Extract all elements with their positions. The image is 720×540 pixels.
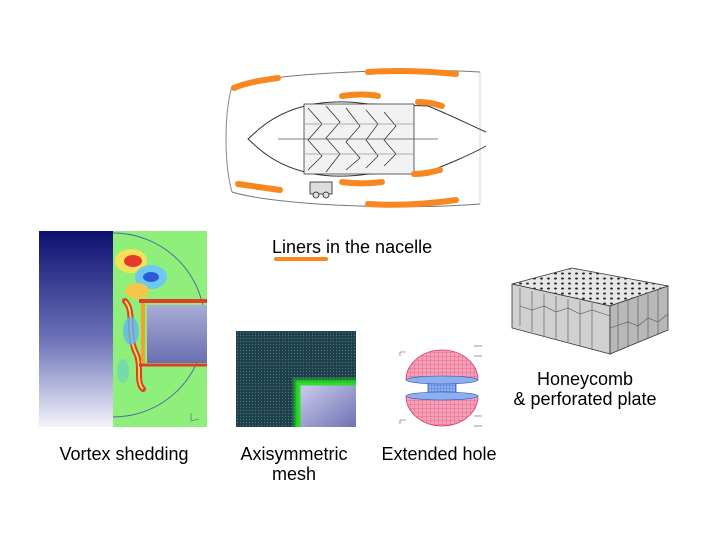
- vortex-shedding-image: [39, 231, 207, 427]
- boundary-marks: [399, 345, 482, 427]
- caption-vortex: Vortex shedding: [59, 444, 189, 464]
- axisymmetric-mesh-image: [236, 331, 356, 427]
- honeycomb-plate-image: [511, 267, 670, 355]
- engine-nacelle-drawing: [218, 64, 492, 214]
- honeycomb-cells: [519, 288, 669, 350]
- caption-mesh: Axisymmetric mesh: [224, 444, 364, 484]
- caption-liners: Liners in the nacelle: [272, 237, 433, 257]
- engine-core: [278, 103, 438, 175]
- gearbox: [309, 181, 333, 199]
- caption-mesh-line2: mesh: [271, 464, 316, 484]
- caption-hole: Extended hole: [381, 444, 497, 464]
- caption-honeycomb: Honeycomb & perforated plate: [500, 369, 670, 409]
- liner-strips: [231, 67, 459, 208]
- vortex-structures: [115, 249, 207, 392]
- caption-honey-line2: & perforated plate: [513, 389, 657, 409]
- liner-color-swatch: [274, 257, 328, 261]
- caption-mesh-line1: Axisymmetric: [240, 444, 348, 464]
- caption-honey-line1: Honeycomb: [536, 369, 634, 389]
- extended-hole-image: [399, 345, 482, 427]
- solid-block: [147, 305, 207, 363]
